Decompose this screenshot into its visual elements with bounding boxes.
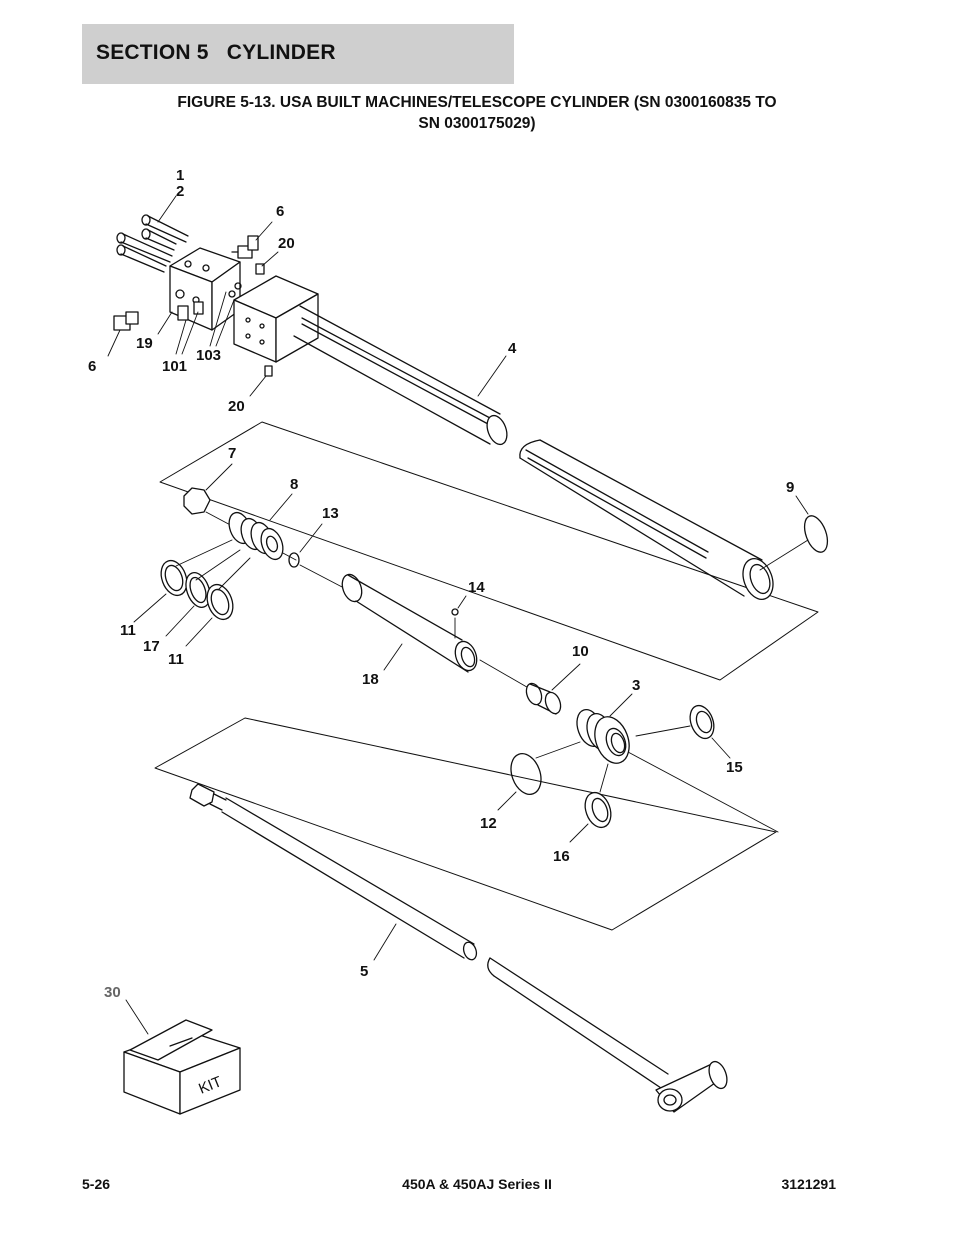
piston (228, 511, 284, 561)
callout-18: 18 (362, 671, 379, 688)
callout-11: 11 (120, 622, 136, 639)
bolt (141, 228, 177, 251)
footer-doc-number: 3121291 (781, 1176, 836, 1192)
footer-page-number: 5-26 (82, 1176, 111, 1192)
callout-101: 101 (162, 358, 187, 375)
footer-model: 450A & 450AJ Series II (402, 1176, 552, 1192)
callout-20: 20 (278, 235, 295, 252)
callout-11-lower: 11 (168, 651, 184, 668)
figure-title-line-2: SN 0300175029) (418, 115, 536, 132)
section-banner: SECTION 5 CYLINDER (82, 24, 514, 84)
callout-15: 15 (726, 759, 743, 776)
lower-assembly-plane (154, 717, 777, 931)
callout-3: 3 (632, 677, 640, 694)
wear-ring (160, 559, 188, 597)
wear-ring (164, 564, 184, 592)
bolt (116, 244, 167, 273)
callout-20-lower: 20 (228, 398, 245, 415)
piston-seal (185, 572, 211, 608)
cylinder-rod (189, 783, 478, 961)
o-ring (510, 753, 542, 795)
callout-labels: 1 2 6 20 19 6 101 103 20 4 7 8 13 9 14 1… (88, 167, 794, 1001)
callout-5: 5 (360, 963, 368, 980)
callout-1: 1 (176, 167, 184, 184)
elbow-fitting-lower (113, 311, 139, 331)
callout-30: 30 (104, 984, 121, 1001)
rod-seal (584, 791, 612, 829)
wear-ring (206, 583, 234, 621)
cylinder-barrel-tube (519, 439, 774, 600)
callout-6: 6 (276, 203, 284, 220)
cylinder-barrel (233, 275, 508, 446)
upper-assembly-plane (159, 421, 819, 681)
assembly-centerline (627, 751, 779, 833)
leader-lines (107, 195, 809, 1035)
callout-103: 103 (196, 347, 221, 364)
section-title: SECTION 5 CYLINDER (96, 41, 336, 64)
callout-16: 16 (553, 848, 570, 865)
wiper-ring (803, 515, 829, 553)
o-ring-seal (228, 282, 242, 298)
set-screw (451, 608, 459, 616)
callout-19: 19 (136, 335, 153, 352)
piston-seal (189, 576, 207, 604)
elbow-fitting-upper (231, 235, 259, 259)
cartridge-valve (177, 301, 204, 321)
figure-title-line-1: FIGURE 5-13. USA BUILT MACHINES/TELESCOP… (177, 94, 777, 111)
retaining-ring (288, 552, 300, 568)
bolt-group (116, 214, 189, 273)
callout-17: 17 (143, 638, 160, 655)
callout-14: 14 (468, 579, 485, 596)
callout-10: 10 (572, 643, 589, 660)
bushing (525, 682, 562, 715)
callout-2: 2 (176, 183, 184, 200)
callout-12: 12 (480, 815, 497, 832)
seal-kit-box: KIT (123, 1019, 241, 1115)
bolt (141, 214, 189, 243)
spacer-tube (341, 573, 478, 673)
wear-ring (210, 588, 230, 616)
assembly-centerline (479, 659, 533, 691)
rod-wiper (689, 704, 715, 740)
callout-7: 7 (228, 445, 236, 462)
assembly-centerline (299, 564, 345, 589)
callout-8: 8 (290, 476, 298, 493)
callout-4: 4 (508, 340, 517, 357)
callout-6-lower: 6 (88, 358, 96, 375)
callout-9: 9 (786, 479, 794, 496)
lock-nut (183, 487, 211, 515)
bolt (116, 232, 173, 263)
figure-title: FIGURE 5-13. USA BUILT MACHINES/TELESCOP… (82, 92, 872, 134)
callout-13: 13 (322, 505, 339, 522)
plug (255, 263, 273, 377)
rod-end (487, 957, 728, 1113)
cylinder-head (576, 709, 630, 764)
